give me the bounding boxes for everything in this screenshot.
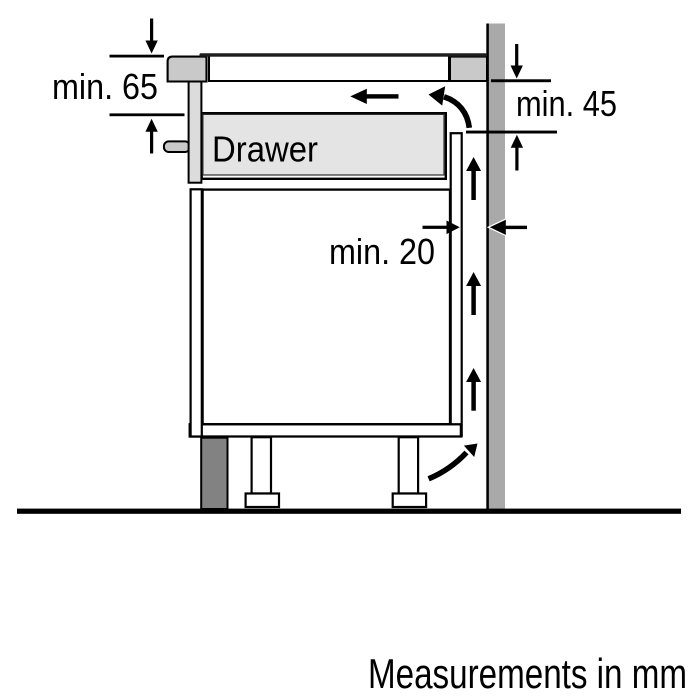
- svg-text:Measurements in mm: Measurements in mm: [368, 650, 687, 697]
- svg-text:Drawer: Drawer: [212, 129, 318, 170]
- svg-text:min. 65: min. 65: [52, 66, 158, 107]
- svg-text:min. 45: min. 45: [516, 83, 617, 124]
- svg-text:min. 20: min. 20: [329, 231, 435, 272]
